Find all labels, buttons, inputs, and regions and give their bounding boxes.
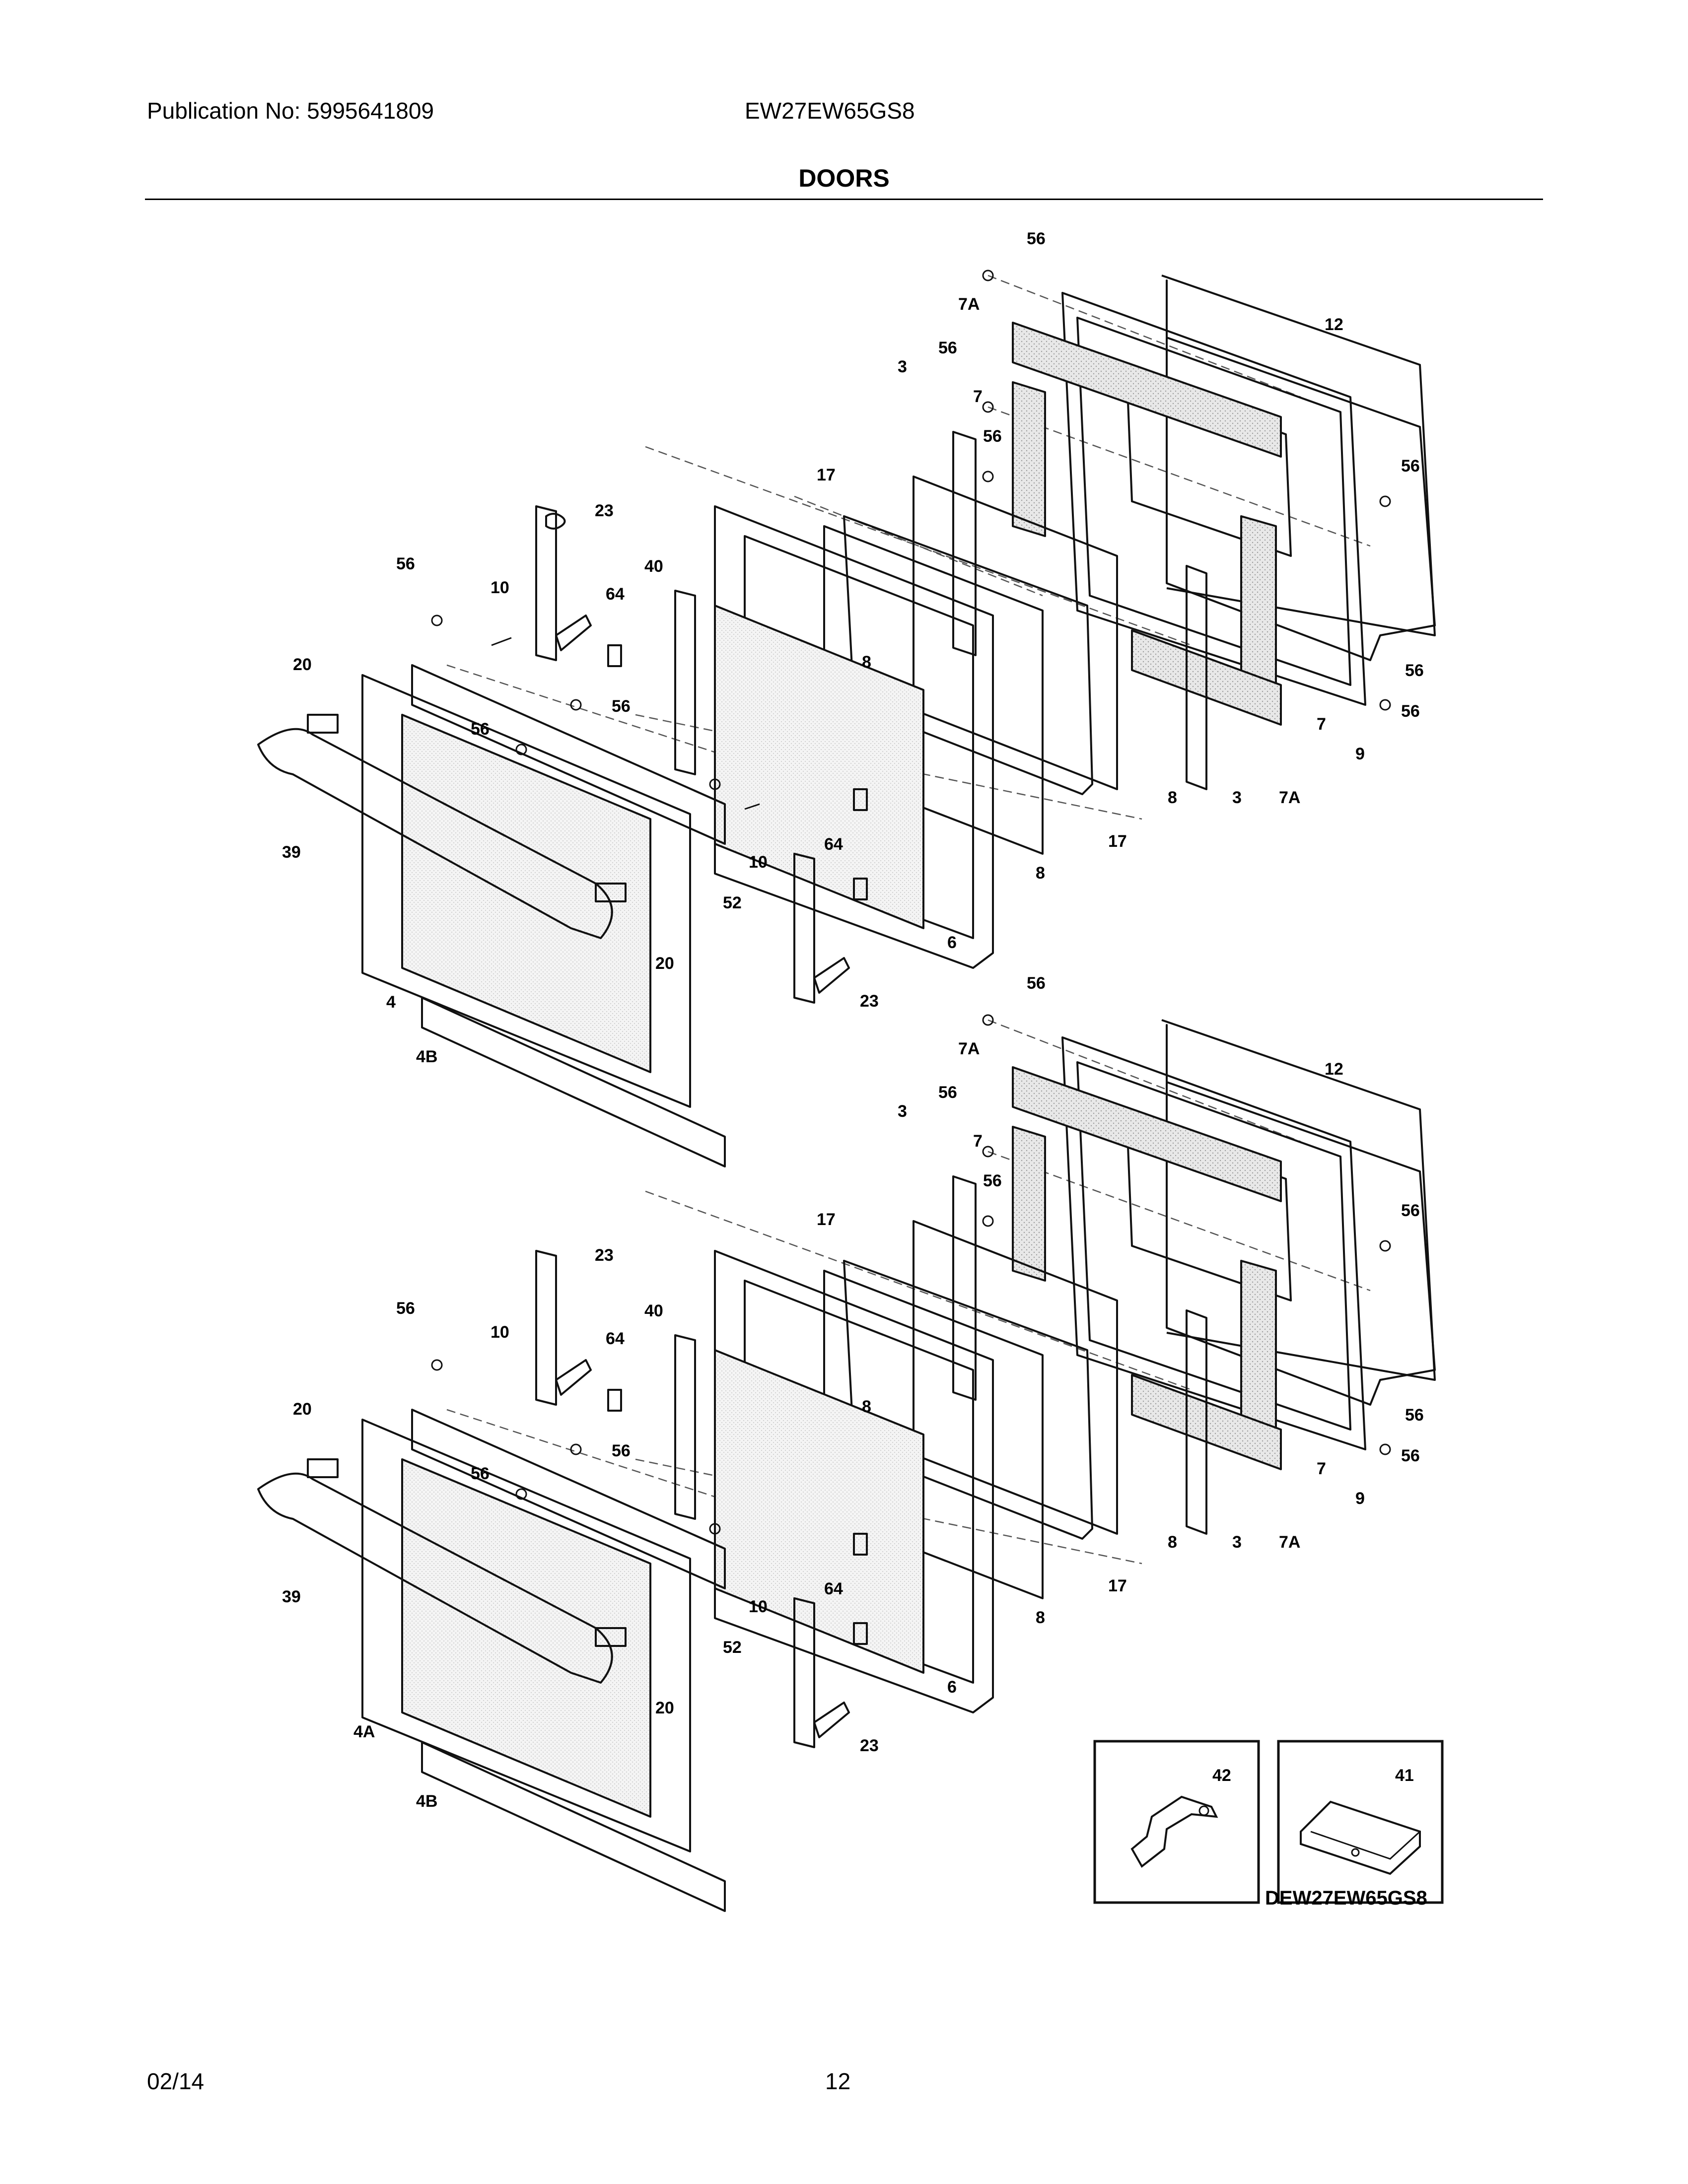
back-frame-part — [1161, 274, 1436, 661]
callout-8: 8 — [1036, 864, 1045, 883]
model-number: EW27EW65GS8 — [745, 98, 915, 124]
diagram-code: DEW27EW65GS8 — [1265, 1887, 1427, 1909]
inset-box-41: 41 — [1277, 1740, 1444, 1904]
callout-23: 23 — [860, 992, 879, 1011]
callout-10: 10 — [749, 853, 768, 872]
callout-39: 39 — [282, 1587, 301, 1606]
callout-17: 17 — [817, 1210, 836, 1229]
callout-8: 8 — [1168, 1533, 1177, 1552]
callout-56: 56 — [1401, 457, 1420, 476]
callout-10: 10 — [491, 1323, 509, 1342]
callout-3: 3 — [898, 357, 907, 376]
callout-56: 56 — [612, 697, 631, 716]
callout-6: 6 — [947, 933, 957, 952]
callout-7: 7 — [973, 1132, 983, 1151]
callout-56: 56 — [612, 1441, 631, 1460]
callout-7a: 7A — [1279, 1533, 1300, 1552]
callout-4: 4 — [386, 993, 396, 1012]
callout-56: 56 — [938, 339, 957, 357]
callout-4b: 4B — [416, 1047, 437, 1066]
callout-56: 56 — [1401, 702, 1420, 721]
callout-20: 20 — [655, 1699, 674, 1717]
callout-9: 9 — [1355, 745, 1365, 763]
callout-23: 23 — [595, 501, 614, 520]
callout-7a: 7A — [958, 1039, 980, 1058]
upper-door-assembly: 56 7A 12 56 3 7 56 17 23 56 40 10 64 56 … — [257, 229, 1436, 1167]
callout-56: 56 — [938, 1083, 957, 1102]
callout-3: 3 — [1232, 1533, 1242, 1552]
callout-7: 7 — [1317, 1459, 1326, 1478]
callout-8: 8 — [862, 1397, 871, 1416]
callout-41: 41 — [1395, 1766, 1414, 1785]
callout-9: 9 — [1355, 1489, 1365, 1508]
callout-4b: 4B — [416, 1792, 437, 1811]
callout-7: 7 — [1317, 715, 1326, 734]
callout-8: 8 — [862, 653, 871, 672]
callout-3: 3 — [898, 1102, 907, 1121]
callout-17: 17 — [1108, 832, 1127, 851]
callout-10: 10 — [491, 578, 509, 597]
callout-56: 56 — [1405, 1406, 1424, 1425]
callout-56: 56 — [471, 720, 490, 739]
callout-52: 52 — [723, 1638, 742, 1657]
callout-56: 56 — [1401, 1446, 1420, 1465]
callout-12: 12 — [1325, 1060, 1343, 1079]
callout-56: 56 — [1401, 1201, 1420, 1220]
callout-12: 12 — [1325, 315, 1343, 334]
callout-7a: 7A — [958, 295, 980, 314]
callout-56: 56 — [1027, 229, 1046, 248]
callout-56: 56 — [983, 1171, 1002, 1190]
callout-64: 64 — [606, 1329, 625, 1348]
callout-56: 56 — [396, 554, 415, 573]
callout-8: 8 — [1036, 1608, 1045, 1627]
callout-56: 56 — [396, 1299, 415, 1318]
callout-20: 20 — [655, 954, 674, 973]
callout-42: 42 — [1212, 1766, 1231, 1785]
publication-number: Publication No: 5995641809 — [147, 98, 434, 124]
page-title: DOORS — [798, 164, 890, 192]
inset-box-42: 42 — [1093, 1740, 1260, 1904]
callout-3: 3 — [1232, 788, 1242, 807]
callout-10: 10 — [749, 1597, 768, 1616]
callout-23: 23 — [595, 1246, 614, 1265]
callout-56: 56 — [471, 1464, 490, 1483]
callout-64: 64 — [824, 835, 843, 854]
callout-20: 20 — [293, 655, 312, 674]
page-number: 12 — [825, 2068, 851, 2094]
callout-23: 23 — [860, 1736, 879, 1755]
callout-56: 56 — [983, 427, 1002, 446]
callout-56: 56 — [1405, 661, 1424, 680]
callout-7a: 7A — [1279, 788, 1300, 807]
lower-door-assembly: 56 7A 12 56 3 7 56 17 23 56 40 10 64 56 … — [257, 974, 1436, 1912]
callout-56: 56 — [1027, 974, 1046, 993]
footer-date: 02/14 — [147, 2068, 205, 2094]
callout-52: 52 — [723, 893, 742, 912]
callout-7: 7 — [973, 387, 983, 406]
callout-6: 6 — [947, 1678, 957, 1697]
callout-40: 40 — [644, 557, 663, 576]
callout-40: 40 — [644, 1301, 663, 1320]
callout-8: 8 — [1168, 788, 1177, 807]
callout-64: 64 — [824, 1579, 843, 1598]
callout-4a: 4A — [353, 1722, 375, 1741]
callout-17: 17 — [1108, 1576, 1127, 1595]
callout-17: 17 — [817, 466, 836, 484]
header-divider — [145, 199, 1543, 200]
callout-39: 39 — [282, 843, 301, 862]
callout-64: 64 — [606, 585, 625, 604]
callout-20: 20 — [293, 1400, 312, 1419]
